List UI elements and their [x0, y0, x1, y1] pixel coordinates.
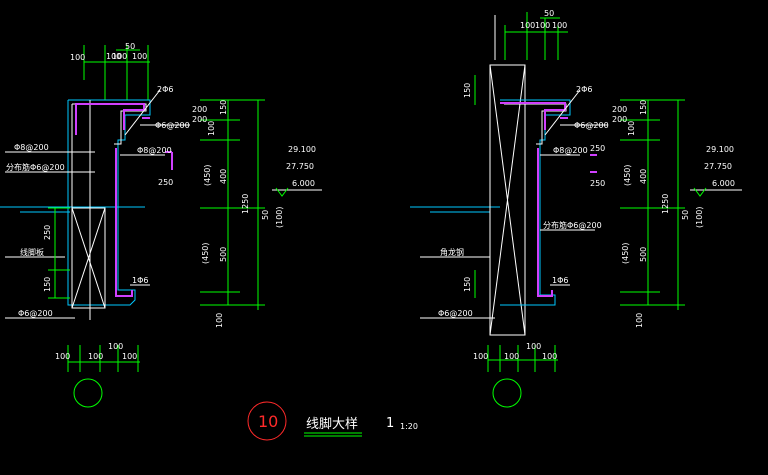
left-elev-3: 6.000 — [292, 179, 315, 188]
left-inner-dims: 250 150 250 — [43, 178, 173, 299]
left-inner-dim-250: 250 — [43, 225, 52, 240]
left-right-dim-1250: 1250 — [241, 194, 250, 214]
left-right-dim-200b: 200 — [192, 115, 207, 124]
right-inner-dim-150b: 150 — [463, 277, 472, 292]
left-right-dim-400: 400 — [219, 169, 228, 184]
scale-prefix: 1 — [386, 416, 394, 431]
scale: 1:20 — [400, 422, 418, 431]
left-detail: 100 50 100 100 100 — [0, 42, 322, 408]
right-crossed-column — [489, 64, 526, 336]
detail-title: 线脚大样 — [306, 416, 358, 432]
detail-number-circle — [247, 401, 287, 441]
left-right-dim-150: 150 — [219, 100, 228, 115]
left-right-dim-100: 100 — [207, 121, 216, 136]
left-label-distribution-bar: 分布筋Φ6@200 — [6, 162, 65, 172]
right-labels: 角龙钢 Φ6@200 2Φ6 Φ6@200 Φ8@200 分布筋Φ6@200 1… — [420, 85, 609, 319]
left-rebar — [75, 103, 173, 297]
right-elev-3: 6.000 — [712, 179, 735, 188]
left-bottom-dim-2: 100 — [88, 352, 103, 361]
left-elevations: 29.100 27.750 6.000 — [272, 145, 322, 197]
left-top-dim-5: 100 — [132, 52, 147, 61]
right-axis-marker — [492, 378, 522, 408]
right-label-phi6-bottom: Φ6@200 — [438, 309, 473, 318]
right-elevations: 29.100 27.750 6.000 — [690, 145, 742, 197]
right-right-dim-1250: 1250 — [661, 194, 670, 214]
left-label-phi8: Φ8@200 — [14, 143, 49, 152]
right-top-dim-4: 100 — [552, 21, 567, 30]
left-top-dim-1: 100 — [70, 53, 85, 62]
right-right-dim-100b: 100 — [635, 313, 644, 328]
right-label-distribution-bar: 分布筋Φ6@200 — [543, 220, 602, 230]
left-bottom-dim-3: 100 — [108, 342, 123, 351]
right-right-dim-450b: (450) — [621, 242, 630, 264]
right-section-outline — [500, 99, 571, 306]
detail-number: 10 — [258, 412, 278, 431]
left-axis-marker — [73, 378, 103, 408]
left-right-dim-100p: (100) — [275, 206, 284, 228]
left-bottom-dimension: 100 100 100 100 — [55, 342, 140, 408]
right-inner-dim-150a: 150 — [463, 83, 472, 98]
right-right-dim-50: 50 — [681, 210, 690, 220]
left-top-dim-2: 50 — [125, 42, 135, 51]
right-right-dim-450a: (450) — [623, 164, 632, 186]
right-bottom-dim-3: 100 — [526, 342, 541, 351]
right-detail: 50 100 100 100 角龙钢 Φ6@200 — [410, 9, 742, 408]
right-right-dim-200b: 200 — [612, 115, 627, 124]
left-top-dimension: 100 50 100 100 100 — [70, 42, 150, 100]
right-right-dim-200a: 200 — [612, 105, 627, 114]
left-top-dim-3: 100 — [106, 52, 121, 61]
right-label-1phi6: 1Φ6 — [552, 276, 568, 285]
right-right-dim-100: 100 — [627, 121, 636, 136]
right-label-phi8-200: Φ8@200 — [553, 146, 588, 155]
left-rebar-labels: 2Φ6 Φ6@200 Φ8@200 1Φ6 — [120, 85, 190, 286]
right-right-dim-400: 400 — [639, 169, 648, 184]
right-right-dim-100p: (100) — [695, 206, 704, 228]
title-block: 10 线脚大样 1 1:20 — [247, 401, 418, 441]
left-right-dim-450a: (450) — [203, 164, 212, 186]
right-elev-1: 29.100 — [706, 145, 734, 154]
right-bottom-dim-2: 100 — [504, 352, 519, 361]
left-bottom-dim-4: 100 — [122, 352, 137, 361]
right-right-dimension: 200 150 200 100 (450) 400 1250 50 (100) … — [612, 99, 704, 328]
left-label-phi6-bottom: Φ6@200 — [18, 309, 53, 318]
right-label-phi6-200: Φ6@200 — [574, 121, 609, 130]
left-right-dim-450b: (450) — [201, 242, 210, 264]
left-right-dimension: 200 150 200 100 (450) 400 1250 50 (100) … — [192, 99, 284, 328]
right-top-dim-1: 50 — [544, 9, 554, 18]
left-label-phi6-200: Φ6@200 — [155, 121, 190, 130]
left-right-dim-100b: 100 — [215, 313, 224, 328]
right-inner-dim-250b: 250 — [590, 179, 605, 188]
left-label-phi8-200: Φ8@200 — [137, 146, 172, 155]
right-side-label: 角龙钢 — [440, 247, 464, 257]
right-top-dim-3: 100 — [535, 21, 550, 30]
left-label-1phi6: 1Φ6 — [132, 276, 148, 285]
right-top-dimension: 50 100 100 100 — [494, 9, 568, 60]
left-bottom-dim-1: 100 — [55, 352, 70, 361]
left-inner-dim-150: 150 — [43, 277, 52, 292]
right-inner-dim-250a: 250 — [590, 144, 605, 153]
right-elev-2: 27.750 — [704, 162, 732, 171]
right-rebar — [500, 102, 568, 297]
left-right-dim-50: 50 — [261, 210, 270, 220]
right-label-2phi6: 2Φ6 — [576, 85, 592, 94]
right-inner-dims: 150 150 250 250 — [463, 75, 605, 298]
right-bottom-dim-4: 100 — [542, 352, 557, 361]
left-inner-dim-250-right: 250 — [158, 178, 173, 187]
left-right-dim-200a: 200 — [192, 105, 207, 114]
right-right-dim-150: 150 — [639, 100, 648, 115]
left-side-label: 线脚板 — [20, 247, 44, 257]
left-top-dim-4: 100 — [112, 52, 127, 61]
right-top-dim-2: 100 — [520, 21, 535, 30]
right-bottom-dimension: 100 100 100 100 — [473, 342, 558, 408]
left-elev-2: 27.750 — [286, 162, 314, 171]
left-crossed-box — [71, 207, 106, 309]
right-bottom-dim-1: 100 — [473, 352, 488, 361]
left-right-dim-500: 500 — [219, 247, 228, 262]
right-right-dim-500: 500 — [639, 247, 648, 262]
left-elev-1: 29.100 — [288, 145, 316, 154]
left-section-outline — [67, 99, 151, 320]
left-label-2phi6: 2Φ6 — [157, 85, 173, 94]
